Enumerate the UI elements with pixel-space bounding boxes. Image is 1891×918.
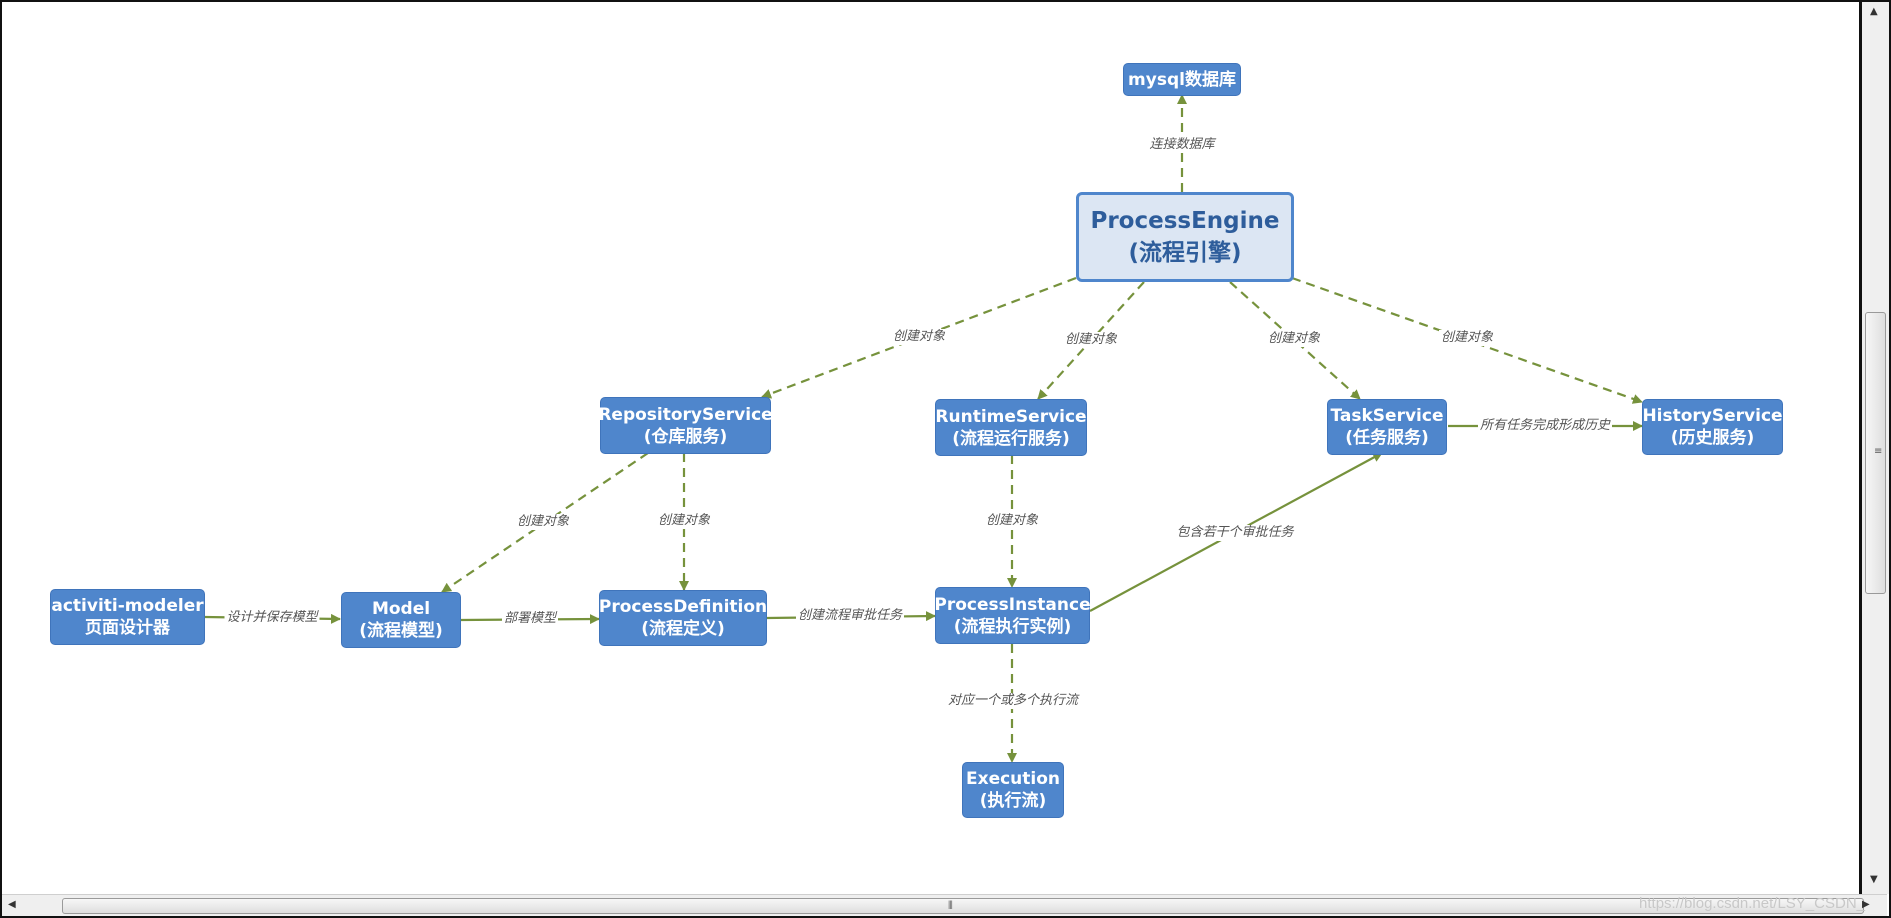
node-execution-title: Execution	[965, 769, 1061, 789]
label-create-runtime: 创建对象	[1062, 332, 1120, 348]
horizontal-scrollbar[interactable]: ◀ ⦀ ▶	[2, 894, 1887, 916]
node-runtime-service[interactable]: RuntimeService (流程运行服务)	[935, 399, 1087, 456]
node-activiti-modeler[interactable]: activiti-modeler 页面设计器	[50, 589, 205, 645]
node-task-service[interactable]: TaskService (任务服务)	[1327, 399, 1447, 455]
scroll-up-arrow-icon[interactable]: ▲	[1870, 6, 1878, 17]
scroll-right-arrow-icon[interactable]: ▶	[1862, 899, 1870, 910]
edge-layer	[204, 94, 1643, 763]
vertical-scrollbar[interactable]: ▲ ≡ ▼	[1859, 2, 1889, 894]
label-create-repository: 创建对象	[890, 329, 948, 345]
node-process-engine[interactable]: ProcessEngine (流程引擎)	[1076, 192, 1294, 282]
node-runtime-service-subtitle: (流程运行服务)	[952, 428, 1070, 449]
node-process-engine-title: ProcessEngine	[1090, 208, 1280, 234]
node-process-instance-subtitle: (流程执行实例)	[953, 616, 1072, 637]
label-instance-task: 包含若干个审批任务	[1174, 525, 1296, 541]
node-repository-service-title: RepositoryService	[598, 404, 773, 425]
label-create-history: 创建对象	[1438, 330, 1496, 346]
node-history-service-title: HistoryService	[1642, 406, 1783, 426]
node-process-definition-title: ProcessDefinition	[598, 597, 768, 617]
node-model-title: Model	[371, 599, 431, 619]
label-modeler-model: 设计并保存模型	[224, 610, 320, 626]
grip-icon: ⦀	[948, 899, 953, 912]
node-model-subtitle: (流程模型)	[359, 621, 443, 641]
diagram-canvas: 连接数据库 创建对象 创建对象 创建对象 创建对象 创建对象 创建对象 创建对象…	[2, 2, 1857, 894]
node-activiti-modeler-subtitle: 页面设计器	[85, 618, 170, 638]
grip-icon: ≡	[1874, 446, 1883, 457]
node-repository-service[interactable]: RepositoryService (仓库服务)	[598, 397, 773, 454]
node-repository-service-subtitle: (仓库服务)	[643, 426, 728, 447]
label-definition-instance: 创建流程审批任务	[795, 608, 905, 624]
label-connect-db: 连接数据库	[1147, 137, 1217, 153]
node-mysql[interactable]: mysql数据库	[1123, 63, 1241, 96]
label-model-definition: 部署模型	[501, 611, 559, 627]
node-task-service-subtitle: (任务服务)	[1345, 428, 1429, 448]
watermark-text: https://blog.csdn.net/LSY_CSDN_	[1639, 895, 1865, 912]
node-process-definition[interactable]: ProcessDefinition (流程定义)	[599, 590, 767, 646]
node-process-engine-subtitle: (流程引擎)	[1128, 240, 1242, 266]
node-runtime-service-title: RuntimeService	[935, 406, 1087, 427]
label-repository-definition: 创建对象	[655, 513, 713, 529]
node-process-instance-title: ProcessInstance	[934, 594, 1091, 615]
node-process-instance[interactable]: ProcessInstance (流程执行实例)	[934, 587, 1091, 644]
node-history-service[interactable]: HistoryService (历史服务)	[1642, 399, 1783, 455]
node-model[interactable]: Model (流程模型)	[341, 592, 461, 648]
node-activiti-modeler-title: activiti-modeler	[51, 596, 204, 616]
scroll-down-arrow-icon[interactable]: ▼	[1870, 874, 1878, 885]
node-execution[interactable]: Execution (执行流)	[962, 762, 1064, 818]
node-history-service-subtitle: (历史服务)	[1670, 428, 1755, 448]
label-repository-model: 创建对象	[514, 514, 572, 530]
label-instance-execution: 对应一个或多个执行流	[945, 693, 1081, 709]
node-process-definition-subtitle: (流程定义)	[641, 619, 725, 639]
label-runtime-instance: 创建对象	[983, 513, 1041, 529]
node-mysql-title: mysql数据库	[1128, 69, 1236, 90]
scroll-left-arrow-icon[interactable]: ◀	[8, 899, 16, 910]
label-create-task: 创建对象	[1265, 331, 1323, 347]
vertical-scroll-thumb[interactable]: ≡	[1865, 312, 1886, 594]
node-task-service-title: TaskService	[1330, 406, 1444, 426]
label-task-history: 所有任务完成形成历史	[1477, 418, 1613, 434]
node-execution-subtitle: (执行流)	[979, 791, 1047, 811]
horizontal-scroll-thumb[interactable]: ⦀	[62, 898, 1864, 914]
